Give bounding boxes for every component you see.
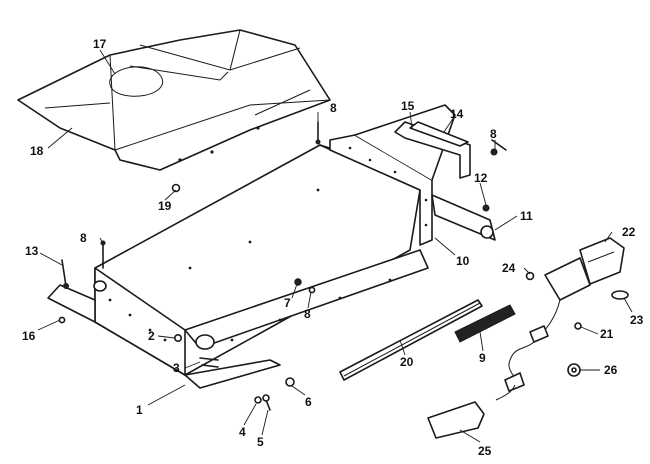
callout-17: 17 (93, 37, 107, 51)
bolt-part-13 (61, 259, 69, 289)
seat-cover-part-18 (17, 29, 331, 171)
callout-12: 12 (474, 171, 488, 185)
grommet-part-26 (567, 363, 581, 377)
rear-rail-part-11 (431, 194, 496, 241)
nut-part-7 (294, 278, 316, 294)
callout-8-tunnel-top: 8 (330, 101, 337, 115)
callout-5: 5 (257, 435, 264, 449)
leader-lines (37, 49, 633, 443)
bolt-part-2 (174, 333, 183, 342)
callout-22: 22 (622, 225, 636, 239)
callout-1: 1 (136, 403, 143, 417)
bolt-part-6 (285, 377, 295, 387)
callout-8-handle: 8 (490, 127, 497, 141)
callout-13: 13 (25, 244, 39, 258)
bolt-part-12 (482, 204, 490, 212)
callout-26: 26 (604, 363, 618, 377)
reflector-part-9 (454, 304, 516, 343)
callout-24: 24 (502, 261, 516, 275)
callout-14: 14 (450, 107, 464, 121)
callout-8-side: 8 (304, 307, 311, 321)
callout-4: 4 (239, 425, 246, 439)
callout-11: 11 (520, 209, 533, 223)
screw-part-21 (574, 322, 582, 330)
callout-18: 18 (30, 144, 44, 158)
callout-23: 23 (630, 313, 644, 327)
pigtail-connector-part-25 (427, 401, 485, 439)
rear-bracket-part-10 (329, 104, 456, 246)
seat-cutout-part-17 (109, 66, 163, 97)
callout-10: 10 (456, 254, 470, 268)
callout-6: 6 (305, 395, 312, 409)
bolt-part-8a (315, 121, 321, 145)
callout-15: 15 (401, 99, 415, 113)
lens-part-23 (611, 290, 629, 300)
callout-20: 20 (400, 355, 414, 369)
bolt-part-4 (254, 396, 262, 404)
bolt-part-8c (490, 139, 507, 156)
callout-8-front: 8 (80, 231, 87, 245)
chassis-body-part-1 (47, 144, 431, 389)
bolt-part-5 (262, 394, 271, 411)
callout-9: 9 (479, 351, 486, 365)
callout-7: 7 (284, 296, 291, 310)
callout-25: 25 (478, 444, 492, 458)
callout-21: 21 (600, 327, 614, 341)
callout-19: 19 (158, 199, 172, 213)
wiring-harness (495, 299, 561, 401)
bracket-part-16 (58, 316, 66, 324)
callout-16: 16 (22, 329, 36, 343)
screw-part-24 (525, 271, 535, 281)
callout-2: 2 (148, 329, 155, 343)
fastener-part-19 (171, 183, 181, 193)
handle-grip-part-14 (409, 121, 469, 147)
callout-3: 3 (173, 361, 180, 375)
trim-strip-part-20 (339, 299, 483, 381)
taillight-bracket (544, 257, 591, 301)
callout-labels: 1 2 3 4 5 6 7 8 8 8 8 9 10 11 12 13 14 1… (22, 37, 644, 458)
bolt-part-3 (199, 357, 219, 368)
